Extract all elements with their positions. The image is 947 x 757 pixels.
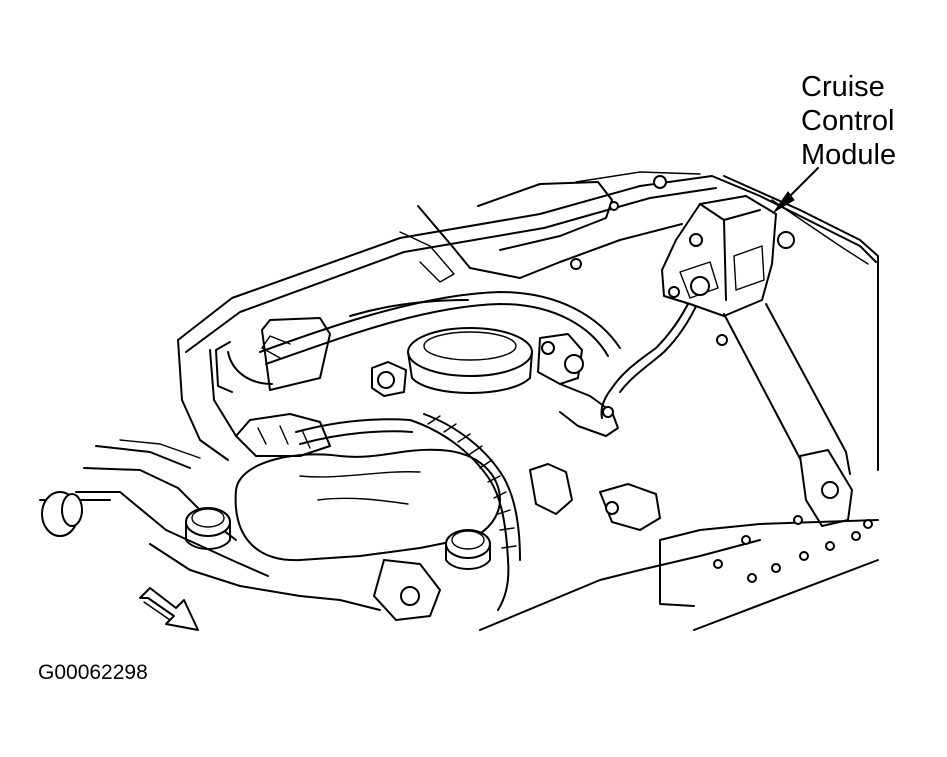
reservoir-caps [185, 507, 491, 570]
strut-brace-bar [716, 303, 853, 527]
vacuum-hoses [227, 291, 621, 385]
cruise-control-module [661, 195, 795, 317]
intake-manifold [234, 413, 501, 562]
callout-line-2: Control [801, 105, 895, 137]
callout-line-1: Cruise [801, 71, 885, 103]
air-cleaner [371, 327, 584, 397]
cowl-panel [177, 171, 879, 471]
cruise-control-module-callout: Cruise Control Module [801, 70, 896, 172]
figure-id: G00062298 [38, 661, 148, 684]
frame-rail [479, 515, 879, 631]
callout-line-3: Module [801, 139, 897, 171]
callout-leader-arrow-icon [773, 167, 819, 213]
front-direction-arrow-icon [139, 587, 199, 631]
strut-tower [299, 463, 661, 621]
cruise-cable [559, 299, 699, 437]
wiring-harness [295, 413, 521, 611]
